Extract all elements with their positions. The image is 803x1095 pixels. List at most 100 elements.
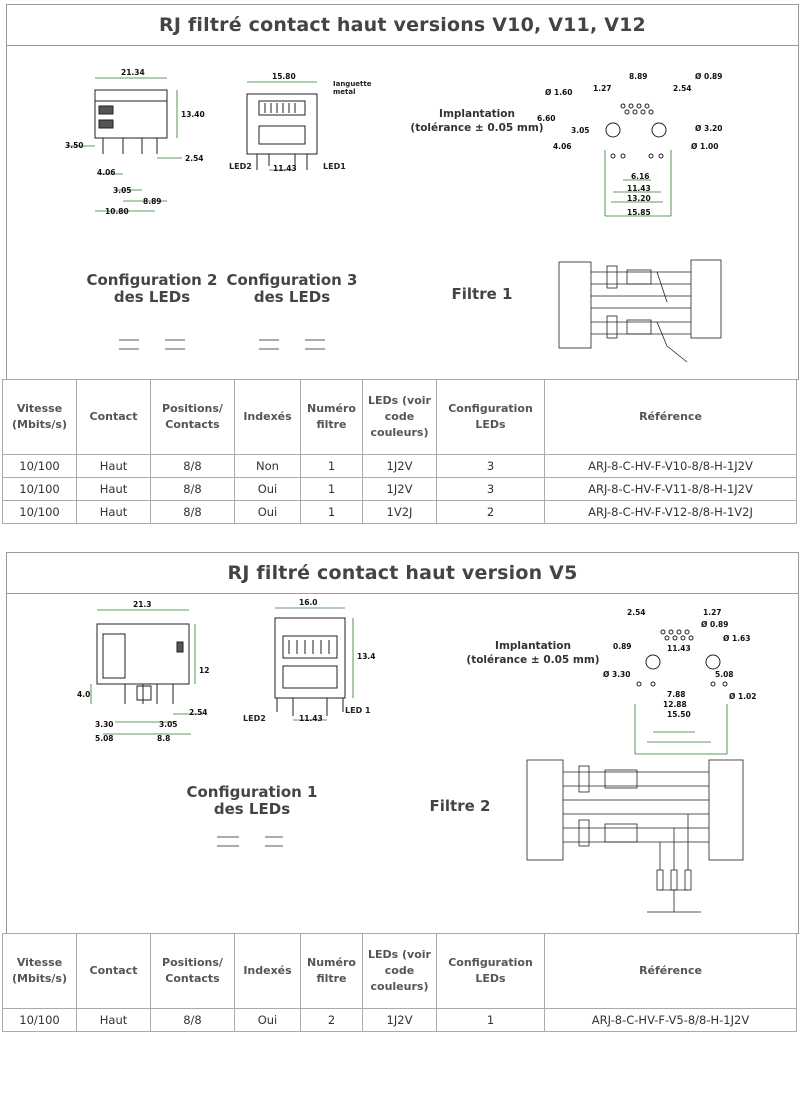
v5-impl-dim-0-89: 0.89 <box>613 642 632 651</box>
cell-speed: 10/100 <box>2 477 77 501</box>
implantation-title-1: Implantation <box>439 108 515 120</box>
impl-dim-4-06: 4.06 <box>553 142 572 151</box>
v5-impl-dim-5-08: 5.08 <box>715 670 734 679</box>
cell-config: 1 <box>436 1008 545 1032</box>
v5-impl-dim-1-27: 1.27 <box>703 608 722 617</box>
dim-front-pin1: 4.06 <box>97 168 116 177</box>
tab-label: Ianguette metal <box>333 80 372 96</box>
table2-header-row: Vitesse (Mbits/s) Contact Positions/ Con… <box>2 933 797 1009</box>
cell-leds: 1V2J <box>362 500 437 524</box>
v5-impl-dim-15-50: 15.50 <box>667 710 691 719</box>
v5-dim-front-depth: 8.8 <box>157 734 171 743</box>
table1-header-positions: Positions/ Contacts <box>150 379 235 455</box>
config2-label: Configuration 2 des LEDs <box>86 271 218 306</box>
dim-back-pins: 11.43 <box>273 164 297 173</box>
cell-indexed: Oui <box>234 477 301 501</box>
dim-front-height: 13.40 <box>181 110 205 119</box>
cell-indexed: Oui <box>234 500 301 524</box>
v5-impl-dim-12-88: 12.88 <box>663 700 687 709</box>
section2-title: RJ filtré contact haut version V5 <box>7 553 798 594</box>
impl-dim-1-27: 1.27 <box>593 84 612 93</box>
dim-front-right: 2.54 <box>185 154 204 163</box>
table-v5: Vitesse (Mbits/s) Contact Positions/ Con… <box>2 933 797 1032</box>
impl-dim-6-16: 6.16 <box>631 172 650 181</box>
dim-front-width: 21.34 <box>121 68 145 77</box>
v5-impl-dim-d3-30: Ø 3.30 <box>603 670 631 679</box>
table1-header-row: Vitesse (Mbits/s) Contact Positions/ Con… <box>2 379 797 455</box>
table1-header-indexed: Indexés <box>234 379 301 455</box>
impl-dim-d3-20: Ø 3.20 <box>695 124 723 133</box>
table1-header-leds: LEDs (voir code couleurs) <box>362 379 437 455</box>
table1-header-reference: Référence <box>544 379 797 455</box>
cell-reference: ARJ-8-C-HV-F-V12-8/8-H-1V2J <box>544 500 797 524</box>
impl-dim-2-54: 2.54 <box>673 84 692 93</box>
cell-positions: 8/8 <box>150 500 235 524</box>
cell-contact: Haut <box>76 1008 151 1032</box>
impl-dim-6-60: 6.60 <box>537 114 556 123</box>
implantation-title-2: Implantation <box>495 640 571 652</box>
v5-dim-front-pin2: 3.05 <box>159 720 178 729</box>
cell-reference: ARJ-8-C-HV-F-V5-8/8-H-1J2V <box>544 1008 797 1032</box>
section2-technical-drawing <box>90 607 744 913</box>
table-row: 10/100 Haut 8/8 Oui 2 1J2V 1 ARJ-8-C-HV-… <box>2 1008 797 1032</box>
filter1-label: Filtre 1 <box>451 285 513 303</box>
cell-indexed: Oui <box>234 1008 301 1032</box>
impl-dim-13-20: 13.20 <box>627 194 651 203</box>
v5-impl-dim-d1-02: Ø 1.02 <box>729 692 757 701</box>
table1-header-contact: Contact <box>76 379 151 455</box>
cell-reference: ARJ-8-C-HV-F-V10-8/8-H-1J2V <box>544 454 797 478</box>
filter2-label: Filtre 2 <box>429 797 491 815</box>
dim-back-width: 15.80 <box>272 72 296 81</box>
table2-header-reference: Référence <box>544 933 797 1009</box>
dim-front-pin2: 3.05 <box>113 186 132 195</box>
v5-dim-front-height: 12 <box>199 666 210 675</box>
table2-header-config: Configuration LEDs <box>436 933 545 1009</box>
cell-positions: 8/8 <box>150 1008 235 1032</box>
v5-impl-dim-d0-89: Ø 0.89 <box>701 620 729 629</box>
cell-filter: 1 <box>300 500 363 524</box>
table1-header-speed: Vitesse (Mbits/s) <box>2 379 77 455</box>
v5-dim-front-right: 2.54 <box>189 708 208 717</box>
table-row: 10/100 Haut 8/8 Oui 1 1J2V 3 ARJ-8-C-HV-… <box>2 477 797 501</box>
impl-dim-15-85: 15.85 <box>627 208 651 217</box>
v5-dim-back-height: 13.4 <box>357 652 376 661</box>
config3-label: Configuration 3 des LEDs <box>226 271 358 306</box>
implantation-tolerance-2: (tolérance ± 0.05 mm) <box>466 654 600 666</box>
v5-led1-label: LED 1 <box>345 706 371 715</box>
cell-contact: Haut <box>76 454 151 478</box>
cell-speed: 10/100 <box>2 500 77 524</box>
v5-impl-dim-11-43: 11.43 <box>667 644 691 653</box>
section2-drawings: 21.3 12 4.0 3.30 3.05 5.08 8.8 2.54 16.0… <box>7 594 798 933</box>
cell-config: 3 <box>436 454 545 478</box>
v5-dim-back-width: 16.0 <box>299 598 318 607</box>
v5-dim-front-pin3: 5.08 <box>95 734 114 743</box>
v5-impl-dim-2-54: 2.54 <box>627 608 646 617</box>
cell-config: 3 <box>436 477 545 501</box>
impl-dim-d1-00: Ø 1.00 <box>691 142 719 151</box>
table1-header-filter: Numéro filtre <box>300 379 363 455</box>
v5-impl-dim-7-88: 7.88 <box>667 690 686 699</box>
cell-positions: 8/8 <box>150 454 235 478</box>
table2-header-leds: LEDs (voir code couleurs) <box>362 933 437 1009</box>
cell-leds: 1J2V <box>362 1008 437 1032</box>
cell-leds: 1J2V <box>362 477 437 501</box>
cell-speed: 10/100 <box>2 454 77 478</box>
v5-dim-back-pins: 11.43 <box>299 714 323 723</box>
config1-label: Configuration 1 des LEDs <box>186 783 318 818</box>
section1-drawings: 21.34 13.40 3.50 4.06 3.05 8.89 10.80 2.… <box>7 46 798 379</box>
dim-front-left: 3.50 <box>65 141 84 150</box>
cell-leds: 1J2V <box>362 454 437 478</box>
v5-dim-front-left: 4.0 <box>77 690 91 699</box>
impl-dim-8-89: 8.89 <box>629 72 648 81</box>
impl-dim-11-43: 11.43 <box>627 184 651 193</box>
section-v5: RJ filtré contact haut version V5 <box>6 552 799 934</box>
table2-header-filter: Numéro filtre <box>300 933 363 1009</box>
dim-front-pin3: 8.89 <box>143 197 162 206</box>
cell-filter: 1 <box>300 477 363 501</box>
implantation-tolerance-1: (tolérance ± 0.05 mm) <box>410 122 544 134</box>
table-v10-v11-v12: Vitesse (Mbits/s) Contact Positions/ Con… <box>2 379 797 524</box>
cell-contact: Haut <box>76 500 151 524</box>
table2-header-positions: Positions/ Contacts <box>150 933 235 1009</box>
table-row: 10/100 Haut 8/8 Oui 1 1V2J 2 ARJ-8-C-HV-… <box>2 500 797 524</box>
led1-label: LED1 <box>323 162 346 171</box>
